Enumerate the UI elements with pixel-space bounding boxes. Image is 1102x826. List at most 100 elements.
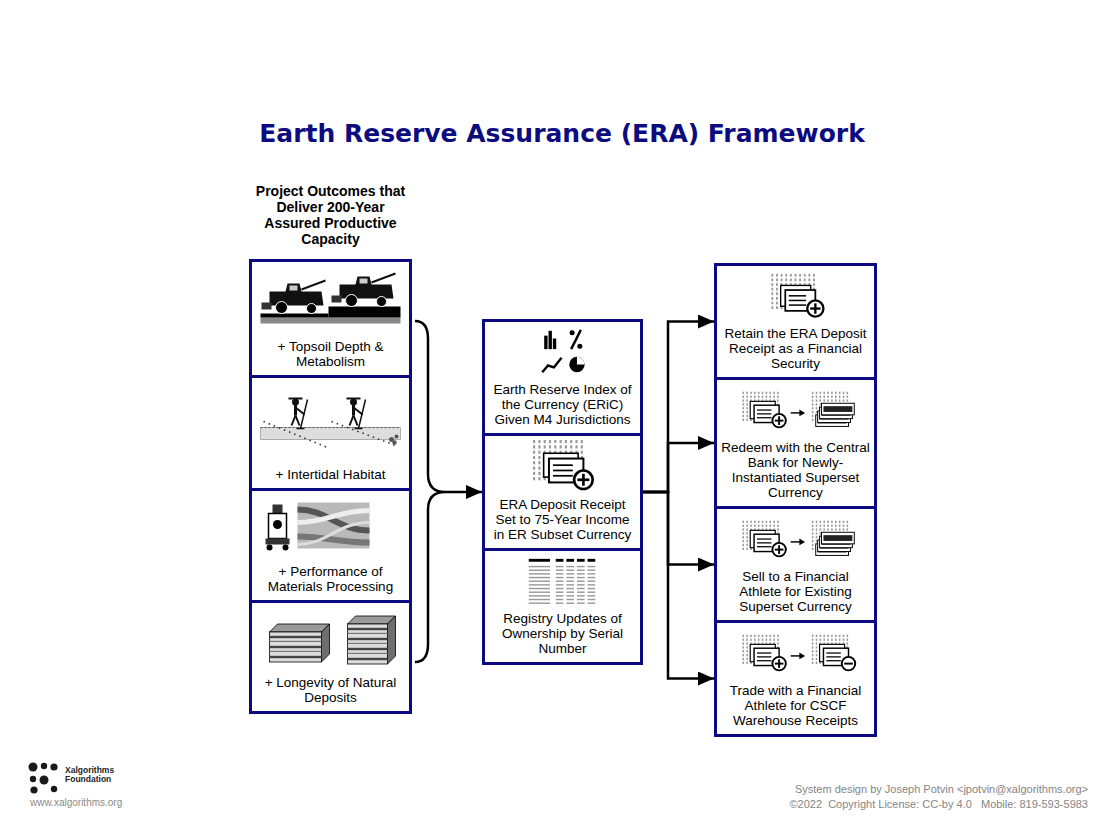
- digit-mark: [827, 396, 829, 398]
- digit-mark: [820, 525, 822, 527]
- digit-mark: [812, 411, 814, 413]
- percent-dot: [577, 344, 582, 349]
- registry-cell: [577, 566, 585, 567]
- digit-mark: [820, 403, 822, 405]
- digit-mark: [533, 467, 535, 470]
- digit-mark: [839, 525, 841, 527]
- stratum: [270, 636, 322, 638]
- digit-mark: [762, 639, 764, 641]
- flow-band: [298, 537, 370, 543]
- digit-mark: [831, 635, 833, 637]
- digit-mark: [816, 654, 818, 656]
- harvester-cab: [290, 286, 298, 291]
- digit-mark: [743, 532, 745, 534]
- registry-row: [529, 570, 550, 571]
- footer-note: System design by Joseph Potvin <jpotvin@…: [795, 783, 1088, 796]
- digit-mark: [785, 274, 787, 277]
- registry-cell: [556, 580, 564, 581]
- digit-mark: [816, 650, 818, 652]
- registry-cell: [556, 573, 564, 574]
- harvester-body: [270, 284, 324, 306]
- digit-mark: [816, 536, 818, 538]
- registry-cell: [588, 570, 596, 571]
- digit-mark: [773, 525, 775, 527]
- digit-mark: [847, 635, 849, 637]
- digit-mark: [746, 419, 748, 421]
- digit-mark: [575, 440, 577, 443]
- digit-mark: [777, 392, 779, 394]
- receipt-line: [757, 538, 771, 539]
- digit-mark: [813, 278, 815, 281]
- digit-mark: [839, 392, 841, 394]
- digit-mark: [762, 396, 764, 398]
- box-text: Sell to a Financial Athlete for Existing…: [721, 569, 870, 614]
- registry-row: [529, 566, 550, 567]
- banknote-band: [823, 406, 852, 412]
- registry-cell: [556, 599, 564, 600]
- digit-mark: [843, 392, 845, 394]
- registry-icon: [529, 559, 595, 603]
- receipt-line: [826, 660, 840, 661]
- tidal-flat: [261, 428, 401, 440]
- digit-mark: [847, 396, 849, 398]
- banknote: [822, 532, 855, 544]
- leg: [354, 416, 358, 426]
- digit-mark: [771, 283, 773, 286]
- sign-circle: [807, 300, 823, 316]
- registry-cell: [588, 584, 596, 585]
- digit-mark: [776, 274, 778, 277]
- registry-cell: [577, 584, 585, 585]
- digit-mark: [746, 411, 748, 413]
- digit-mark: [565, 440, 567, 443]
- registry-cell: [566, 584, 574, 585]
- receipt-line: [789, 304, 806, 306]
- digit-mark: [823, 639, 825, 641]
- receipt-line: [757, 660, 771, 661]
- flow-arrow: [643, 322, 714, 493]
- digit-mark: [538, 445, 540, 448]
- digit-mark: [827, 528, 829, 530]
- shell: [395, 435, 399, 439]
- digit-mark: [533, 440, 535, 443]
- digit-mark: [831, 521, 833, 523]
- digit-mark: [816, 646, 818, 648]
- harvester-wheel: [377, 297, 387, 307]
- digit-mark: [746, 403, 748, 405]
- digit-mark: [813, 274, 815, 277]
- sell-icon: [743, 521, 855, 557]
- box-text: Retain the ERA Deposit Receipt as a Fina…: [721, 326, 870, 371]
- digit-mark: [762, 392, 764, 394]
- digit-mark: [823, 525, 825, 527]
- digit-mark: [812, 396, 814, 398]
- digit-mark: [812, 525, 814, 527]
- digit-mark: [766, 639, 768, 641]
- digit-mark: [777, 396, 779, 398]
- digit-mark: [816, 528, 818, 530]
- digit-mark: [820, 528, 822, 530]
- digit-mark: [812, 548, 814, 550]
- small-arrow-shaft: [791, 541, 801, 542]
- digit-mark: [538, 477, 540, 480]
- receipt-icon: [771, 274, 823, 317]
- digit-mark: [847, 521, 849, 523]
- digit-mark: [843, 521, 845, 523]
- machine-top: [273, 505, 283, 514]
- digit-mark: [769, 635, 771, 637]
- digit-mark: [766, 525, 768, 527]
- digit-mark: [758, 392, 760, 394]
- registry-header: [529, 559, 550, 562]
- digit-mark: [812, 635, 814, 637]
- digit-mark: [743, 650, 745, 652]
- rake-handle: [301, 400, 308, 429]
- digit-mark: [847, 642, 849, 644]
- banknote-band: [823, 535, 852, 541]
- registry-cell: [588, 577, 596, 578]
- registry-cell: [566, 588, 574, 589]
- topsoil-deep: [329, 307, 401, 318]
- small-arrow-head: [799, 653, 805, 660]
- outcome-group: Project Outcomes that Deliver 200-Year A…: [249, 259, 412, 714]
- digit-mark: [533, 451, 535, 454]
- digit-mark: [581, 440, 583, 443]
- digit-mark: [823, 521, 825, 523]
- registry-cell: [577, 595, 585, 596]
